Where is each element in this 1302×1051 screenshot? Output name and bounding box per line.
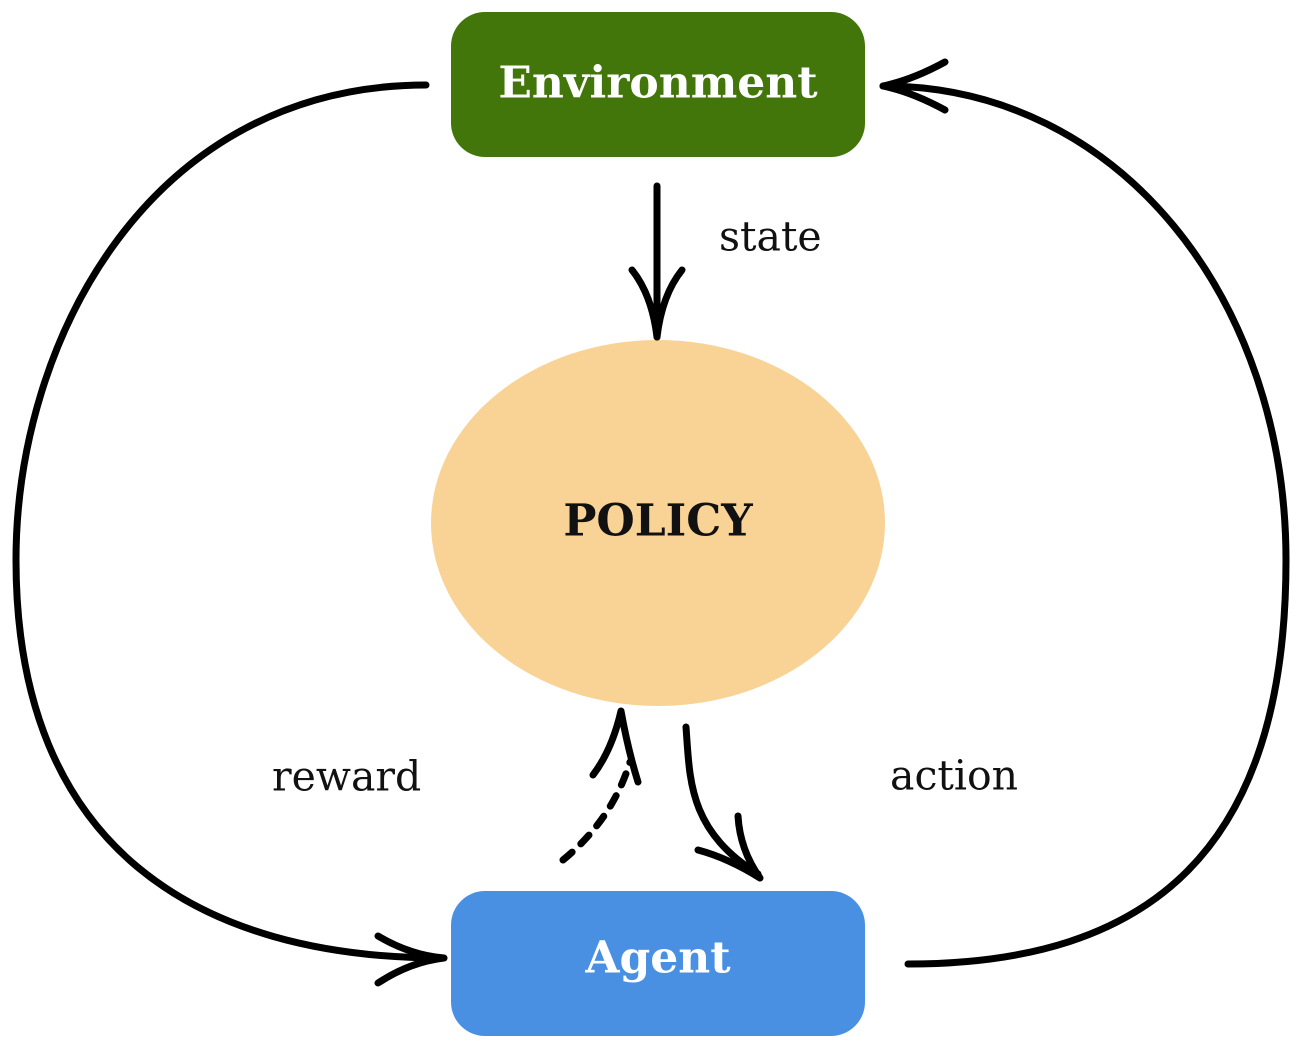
reward-arrow-line bbox=[12, 81, 447, 962]
environment-box bbox=[451, 12, 865, 157]
action-arrowhead bbox=[694, 812, 764, 882]
agent-node: Agent bbox=[451, 891, 865, 1036]
agent-box bbox=[451, 891, 865, 1036]
policy-node: POLICY bbox=[431, 340, 885, 706]
action-arrow-line bbox=[682, 723, 762, 878]
agent-to-policy-arrowhead bbox=[589, 707, 642, 786]
agent-label: Agent bbox=[584, 933, 731, 984]
policy-ellipse bbox=[431, 340, 885, 706]
agent-to-environment-arrow bbox=[879, 58, 1290, 968]
agent-to-environment-line bbox=[879, 82, 1290, 968]
action-label: action bbox=[890, 752, 1018, 800]
policy-label: POLICY bbox=[563, 496, 753, 547]
agent-to-policy-dotted-arrow bbox=[559, 707, 642, 864]
state-arrow bbox=[628, 182, 686, 341]
environment-label: Environment bbox=[498, 58, 818, 109]
agent-to-policy-dotted-line bbox=[559, 758, 634, 864]
reward-label: reward bbox=[272, 753, 421, 801]
environment-node: Environment bbox=[451, 12, 865, 157]
action-arrow bbox=[682, 723, 764, 882]
reward-arrow bbox=[12, 81, 448, 987]
reward-arrowhead bbox=[374, 932, 448, 987]
state-label: state bbox=[719, 213, 822, 261]
agent-to-environment-arrowhead bbox=[879, 58, 949, 114]
state-arrowhead bbox=[628, 266, 686, 341]
